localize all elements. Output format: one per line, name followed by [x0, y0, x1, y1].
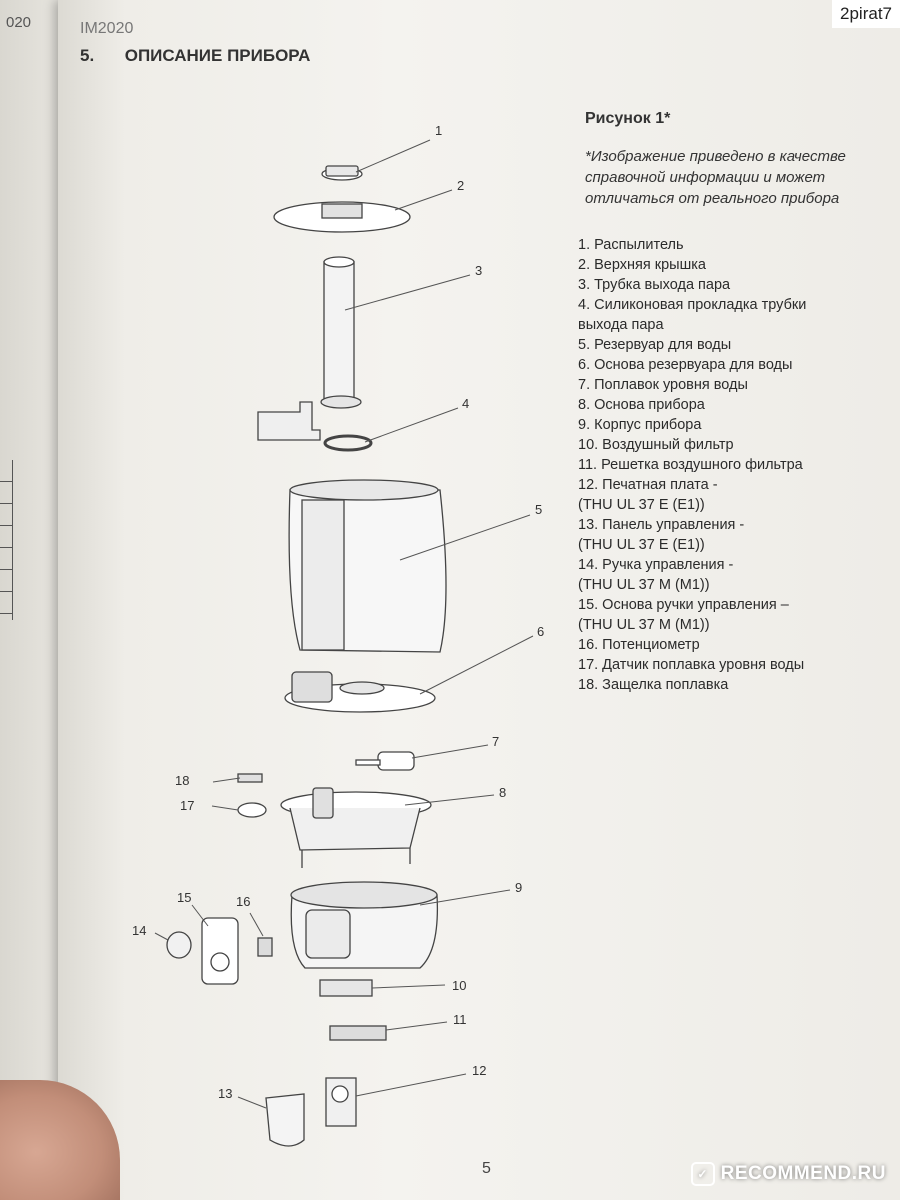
legend-item: выхода пара	[578, 317, 664, 333]
legend-item: 14. Ручка управления -	[578, 557, 734, 573]
legend-item: 15. Основа ручки управления –	[578, 597, 789, 613]
part-steam-tube	[257, 256, 362, 441]
part-device-base	[280, 787, 432, 868]
legend-item: (THU UL 37 M (M1))	[578, 617, 710, 633]
part-air-filter	[319, 979, 373, 997]
part-top-lid	[273, 201, 411, 233]
legend-item: 18. Защелка поплавка	[578, 677, 729, 693]
legend-item: (THU UL 37 E (E1))	[578, 497, 705, 513]
callout-10: 10	[452, 978, 466, 993]
adjacent-table-edge	[0, 460, 13, 620]
legend-item: 16. Потенциометр	[578, 637, 700, 653]
model-code: IM2020	[80, 20, 134, 37]
callout-2: 2	[457, 178, 464, 193]
part-knob-base	[201, 917, 239, 985]
callout-12: 12	[472, 1063, 486, 1078]
manual-page	[58, 0, 900, 1200]
callout-17: 17	[180, 798, 194, 813]
section-number: 5.	[80, 46, 95, 65]
adjacent-page-fragment: 020	[6, 14, 32, 31]
callout-14: 14	[132, 923, 146, 938]
part-device-body	[290, 881, 439, 969]
legend-item: 11. Решетка воздушного фильтра	[578, 457, 803, 473]
part-filter-grille	[329, 1025, 387, 1041]
legend-item: 4. Силиконовая прокладка трубки	[578, 297, 807, 313]
legend-item: 10. Воздушный фильтр	[578, 437, 734, 453]
callout-9: 9	[515, 880, 522, 895]
callout-7: 7	[492, 734, 499, 749]
corner-username: 2pirat7	[832, 0, 900, 28]
leader-lines	[154, 139, 534, 1109]
figure-note-line: справочной информации и может	[585, 169, 826, 186]
legend-item: (THU UL 37 M (M1))	[578, 577, 710, 593]
legend-item: 7. Поплавок уровня воды	[578, 377, 748, 393]
part-float	[355, 751, 415, 771]
legend-item: (THU UL 37 E (E1))	[578, 537, 705, 553]
part-float-sensor	[237, 802, 267, 818]
parts-legend: 1. Распылитель 2. Верхняя крышка 3. Труб…	[578, 235, 900, 695]
callout-18: 18	[175, 773, 189, 788]
part-pcb	[325, 1077, 357, 1127]
callout-13: 13	[218, 1086, 232, 1101]
callout-15: 15	[177, 890, 191, 905]
watermark-text: RECOMMEND.RU	[720, 1163, 886, 1184]
figure-note: *Изображение приведено в качестве справо…	[585, 146, 900, 209]
callout-8: 8	[499, 785, 506, 800]
part-water-tank	[288, 479, 447, 653]
part-float-latch	[237, 773, 263, 783]
callout-11: 11	[453, 1012, 467, 1027]
legend-item: 1. Распылитель	[578, 237, 684, 253]
part-control-panel	[265, 1093, 305, 1147]
part-tank-base	[284, 671, 436, 713]
section-title-text: ОПИСАНИЕ ПРИБОРА	[124, 46, 311, 65]
callout-16: 16	[236, 894, 250, 909]
legend-item: 5. Резервуар для воды	[578, 337, 732, 353]
legend-item: 8. Основа прибора	[578, 397, 705, 413]
recommend-logo-icon: ✓	[690, 1162, 715, 1186]
figure-note-line: *Изображение приведено в качестве	[585, 148, 846, 165]
watermark: ✓ RECOMMEND.RU	[690, 1162, 886, 1186]
figure-title: Рисунок 1*	[585, 110, 671, 127]
page-number: 5	[482, 1160, 491, 1177]
legend-item: 12. Печатная плата -	[578, 477, 718, 493]
legend-item: 3. Трубка выхода пара	[578, 277, 731, 293]
callout-4: 4	[462, 396, 469, 411]
legend-item: 2. Верхняя крышка	[578, 257, 706, 273]
legend-item: 17. Датчик поплавка уровня воды	[578, 657, 805, 673]
legend-item: 6. Основа резервуара для воды	[578, 357, 793, 373]
figure-note-line: отличаться от реального прибора	[585, 190, 840, 207]
part-gasket	[323, 434, 373, 452]
callout-3: 3	[475, 263, 482, 278]
callout-1: 1	[435, 123, 442, 138]
section-title: 5. ОПИСАНИЕ ПРИБОРА	[80, 46, 310, 66]
part-control-knob	[166, 931, 192, 959]
legend-item: 13. Панель управления -	[578, 517, 745, 533]
part-sprayer	[321, 165, 363, 181]
callout-5: 5	[535, 502, 542, 517]
callout-6: 6	[537, 624, 544, 639]
part-potentiometer	[257, 937, 273, 957]
legend-item: 9. Корпус прибора	[578, 417, 702, 433]
